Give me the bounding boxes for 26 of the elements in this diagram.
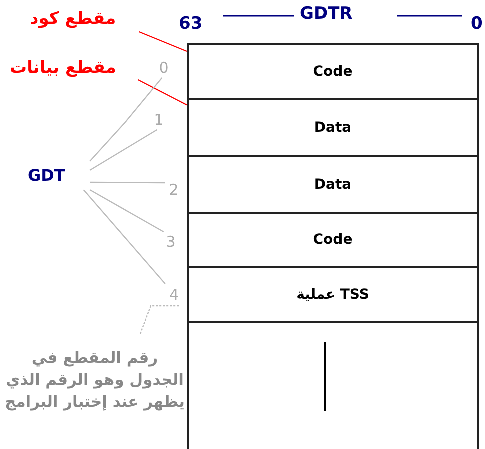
index-number: 3: [162, 232, 180, 252]
leader-line: [90, 189, 164, 233]
register-label: GDTR: [300, 4, 353, 24]
leader-line: [139, 31, 188, 52]
table-row: Code: [187, 212, 479, 268]
callout-text: مقطع بيانات: [10, 56, 145, 80]
leader-line: [90, 78, 163, 162]
leader-line: [90, 182, 165, 184]
table-row: Code: [187, 43, 479, 100]
index-number: 2: [165, 180, 183, 200]
leader-line: [83, 190, 166, 284]
note-text: رقم المقطع في الجدول وهو الرقم الذي يظهر عند إختبار البرامج: [4, 334, 186, 426]
table-row: Data: [187, 155, 479, 214]
index-number: 0: [155, 58, 173, 78]
bit-number: 0: [471, 14, 483, 34]
leader-line: [140, 305, 179, 334]
callout-text: مقطع كود: [30, 6, 145, 32]
leader-line: [90, 129, 158, 172]
table-label: GDT: [28, 160, 90, 190]
table-row: Data: [187, 98, 479, 157]
index-number: 4: [145, 284, 179, 306]
leader-line: [138, 79, 188, 106]
index-number: 1: [150, 110, 168, 130]
empty-row: [187, 321, 479, 449]
bit-number: 63: [179, 14, 203, 34]
table-row: عملية TSS: [187, 266, 479, 323]
